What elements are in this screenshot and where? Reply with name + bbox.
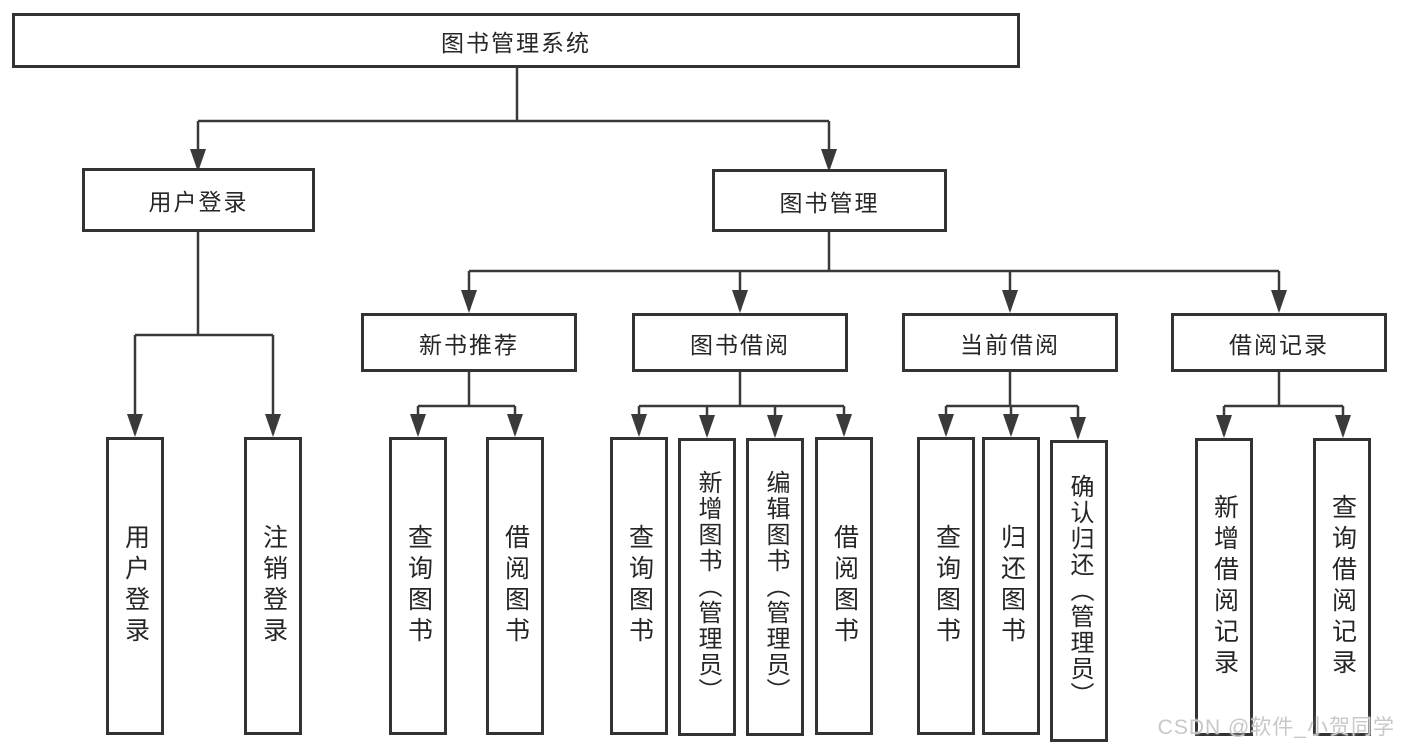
node-library-system: 图书管理系统 — [12, 13, 1020, 68]
node-current-borrowing: 当前借阅 — [902, 313, 1118, 372]
leaf-borrow-books-borrowing: 借阅图书 — [815, 437, 873, 735]
leaf-query-books-current: 查询图书 — [917, 437, 975, 735]
leaf-query-borrow-record: 查询借阅记录 — [1313, 438, 1371, 736]
leaf-logout: 注销登录 — [244, 437, 302, 735]
leaf-query-books-borrowing: 查询图书 — [610, 437, 668, 735]
leaf-user-login: 用户登录 — [106, 437, 164, 735]
node-book-borrowing: 图书借阅 — [632, 313, 848, 372]
node-user-login: 用户登录 — [82, 168, 315, 232]
leaf-add-books-admin: 新增图书（管理员） — [678, 438, 736, 736]
csdn-watermark: CSDN @软件_小贺同学 — [1157, 716, 1395, 739]
node-book-management: 图书管理 — [712, 169, 947, 232]
leaf-confirm-return-admin: 确认归还（管理员） — [1050, 440, 1108, 742]
node-borrowing-records: 借阅记录 — [1171, 313, 1387, 372]
leaf-edit-books-admin: 编辑图书（管理员） — [746, 438, 804, 736]
node-new-book-recommend: 新书推荐 — [361, 313, 577, 372]
leaf-return-books: 归还图书 — [982, 437, 1040, 735]
leaf-borrow-books-recommend: 借阅图书 — [486, 437, 544, 735]
leaf-query-books-recommend: 查询图书 — [389, 437, 447, 735]
leaf-add-borrow-record: 新增借阅记录 — [1195, 438, 1253, 736]
